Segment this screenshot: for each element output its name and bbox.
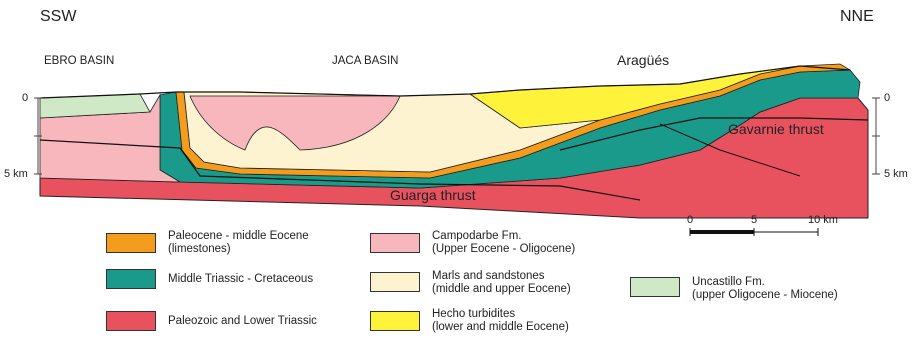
legend-text-hecho: Hecho turbidites(lower and middle Eocene… (432, 308, 569, 334)
scale-ten: 10 km (808, 214, 838, 226)
scale-zero: 0 (687, 214, 693, 226)
legend-swatch-marls (370, 272, 420, 292)
legend-swatch-paleozoic (106, 311, 156, 331)
depth-zero-left: 0 (22, 92, 28, 104)
legend-swatch-uncastillo (630, 277, 680, 297)
legend-swatch-paleocene (106, 233, 156, 253)
direction-left: SSW (40, 8, 76, 26)
legend-text-paleocene: Paleocene - middle Eocene(limestones) (168, 230, 309, 256)
gavarnie-thrust-label: Gavarnie thrust (728, 121, 824, 137)
legend-swatch-triassic (106, 269, 156, 289)
ebro-basin-label: EBRO BASIN (44, 55, 114, 67)
guarga-thrust-label: Guarga thrust (390, 187, 476, 203)
direction-right: NNE (840, 8, 874, 26)
aragues-label: Aragüés (617, 52, 669, 68)
scale-bar (690, 228, 818, 236)
depth-five-right: 5 km (884, 168, 908, 180)
jaca-basin-label: JACA BASIN (332, 55, 398, 67)
depth-axis-right (872, 98, 880, 174)
legend-swatch-hecho (370, 311, 420, 331)
legend-text-triassic: Middle Triassic - Cretaceous (168, 273, 313, 286)
legend-text-marls: Marls and sandstones(middle and upper Eo… (432, 270, 571, 296)
legend-text-paleozoic: Paleozoic and Lower Triassic (168, 315, 317, 328)
scale-five: 5 (751, 214, 757, 226)
legend-swatch-campodarbe (370, 233, 420, 253)
legend-text-uncastillo: Uncastillo Fm.(upper Oligocene - Miocene… (692, 276, 838, 302)
legend-text-campodarbe: Campodarbe Fm.(Upper Eocene - Oligocene) (432, 230, 575, 256)
depth-zero-right: 0 (884, 92, 890, 104)
depth-five-left: 5 km (4, 168, 28, 180)
